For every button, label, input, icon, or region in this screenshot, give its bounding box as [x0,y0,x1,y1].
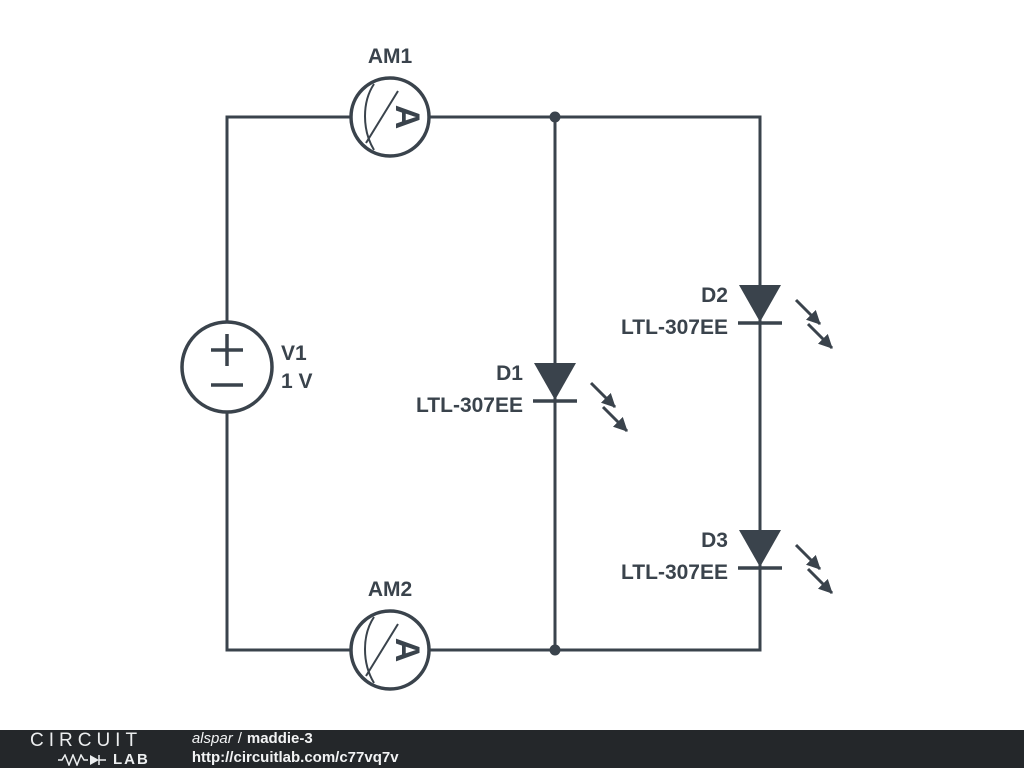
d3-name-label: D3 [701,529,728,552]
logo-circuit-text: CIRCUIT [30,730,143,751]
am2-name-label: AM2 [368,578,412,601]
led-emission-arrow [806,322,834,350]
meter-scale-arc [364,83,375,151]
am1-name-label: AM1 [368,45,413,68]
d3-part-label: LTL-307EE [621,561,728,584]
footer-project: maddie-3 [246,730,313,748]
led-emission-arrow [794,298,822,326]
diode-triangle [739,530,781,567]
footer-url[interactable]: http://circuitlab.com/c77vq7v [191,749,399,766]
footer-separator: / [237,730,242,748]
led-emission-arrow [601,405,629,433]
junction-dot-bottom [549,644,561,656]
v1-value-label: 1 V [281,370,313,393]
diode-triangle [534,363,576,400]
ammeter-a-symbol: A [388,638,426,663]
meter-needle [365,90,399,144]
logo-bottom-row: LAB [30,752,150,767]
d2-part-label: LTL-307EE [621,316,728,339]
voltage-source-v1: V1 1 V [180,320,313,414]
junction-dot-top [549,111,561,123]
ammeter-a-symbol: A [388,105,426,130]
v1-name-label: V1 [281,342,307,365]
footer-author: alspar [191,730,233,748]
led-d3: D3 LTL-307EE [621,529,834,595]
diode-triangle [739,285,781,322]
d2-name-label: D2 [701,284,728,307]
led-d1: D1 LTL-307EE [416,362,629,433]
led-emission-arrow [589,381,617,409]
footer-meta: alspar/maddie-3 http://circuitlab.com/c7… [192,730,399,768]
led-emission-arrow [806,567,834,595]
ammeter-am2: A AM2 [349,578,431,691]
d1-name-label: D1 [496,362,523,385]
footer-url-line: http://circuitlab.com/c77vq7v [192,749,399,768]
schematic-canvas: V1 1 V A AM1 A AM2 [180,45,834,691]
led-d2: D2 LTL-307EE [621,284,834,350]
ammeter-am1: A AM1 [349,45,431,158]
resistor-diode-icon [58,753,106,766]
meter-scale-arc [364,616,375,684]
circuitlab-logo: CIRCUIT LAB [30,731,150,767]
footer-bar: CIRCUIT LAB alspar/maddie-3 http://circu… [0,730,1024,768]
meter-needle [365,623,399,677]
voltage-source-circle [180,320,274,414]
d1-part-label: LTL-307EE [416,394,523,417]
led-emission-arrow [794,543,822,571]
footer-author-line: alspar/maddie-3 [192,730,399,749]
logo-lab-text: LAB [113,751,150,768]
schematic-area: V1 1 V A AM1 A AM2 [180,45,834,691]
